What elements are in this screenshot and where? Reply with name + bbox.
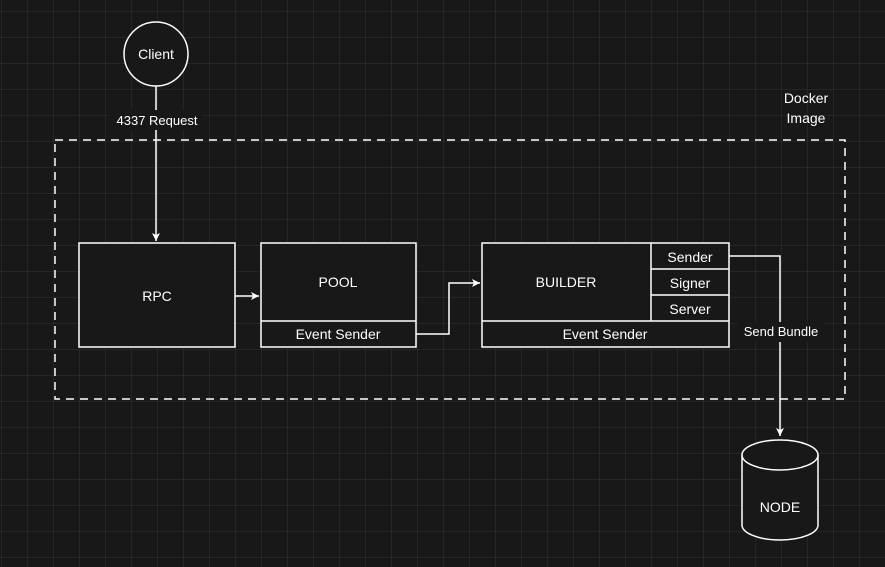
sender-to-node-edge <box>729 255 784 436</box>
request-label-bg <box>110 110 202 130</box>
docker-image-container <box>54 139 846 400</box>
node-label: NODE <box>760 499 800 515</box>
builder-signer-label: Signer <box>670 275 711 291</box>
pool-to-builder-edge <box>416 279 480 335</box>
builder-label: BUILDER <box>536 274 597 290</box>
rpc-label: RPC <box>142 288 172 304</box>
node-database <box>741 439 819 541</box>
builder-event-sender-label: Event Sender <box>563 326 648 342</box>
pool-event-sender-label: Event Sender <box>296 326 381 342</box>
node-cylinder-body <box>741 455 819 541</box>
docker-image-label-line2: Image <box>787 110 826 126</box>
client-label: Client <box>138 46 174 62</box>
builder-sender-label: Sender <box>667 249 712 265</box>
docker-image-label-line1: Docker <box>784 90 829 106</box>
rpc-box <box>78 242 236 348</box>
builder-server-label: Server <box>669 301 711 317</box>
sender-to-node-label: Send Bundle <box>744 324 818 339</box>
send-bundle-label-bg <box>738 322 824 342</box>
pool-label: POOL <box>319 274 358 290</box>
client-to-rpc-label: 4337 Request <box>117 113 198 128</box>
node-cylinder-top <box>741 439 819 471</box>
pool-box <box>260 242 417 348</box>
